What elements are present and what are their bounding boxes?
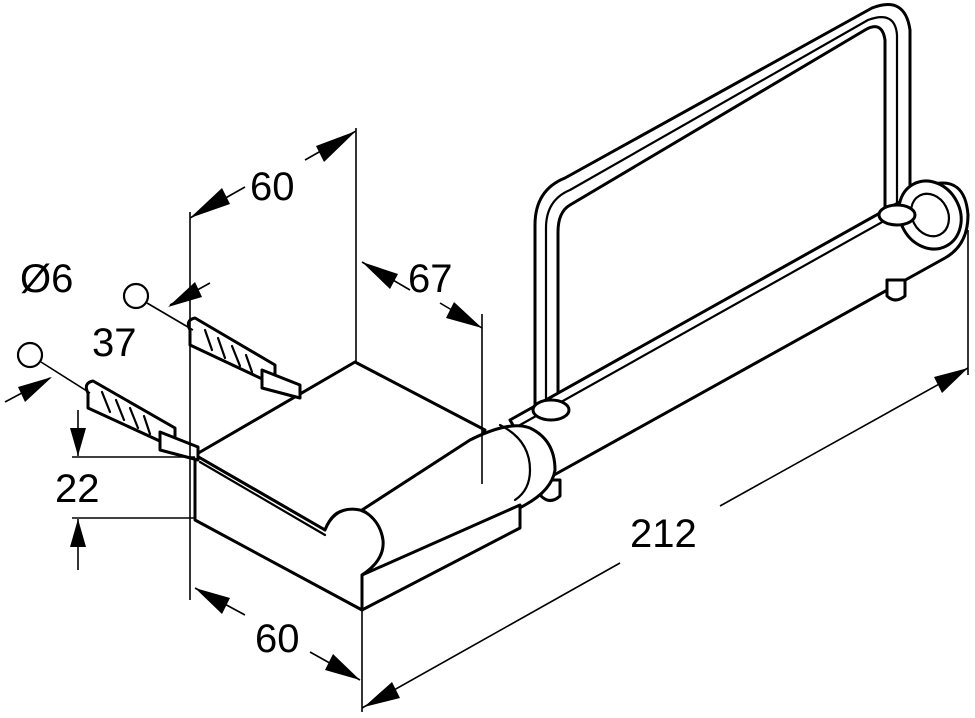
top-width-label: 60 — [250, 165, 295, 209]
offset-label: 67 — [408, 257, 453, 301]
drill-hole-upper — [122, 282, 150, 310]
wall-plug-upper — [186, 316, 302, 400]
depth-label: 37 — [92, 321, 137, 365]
dimension-lines — [4, 128, 969, 712]
wall-bracket — [193, 360, 557, 612]
bottom-width-label: 60 — [255, 617, 300, 661]
main-bar — [508, 179, 970, 502]
height-label: 22 — [55, 467, 100, 511]
diameter-label: Ø6 — [20, 257, 73, 301]
drill-hole-lower — [16, 341, 44, 369]
wall-plug-lower — [84, 379, 200, 462]
total-length-label: 212 — [630, 512, 697, 556]
